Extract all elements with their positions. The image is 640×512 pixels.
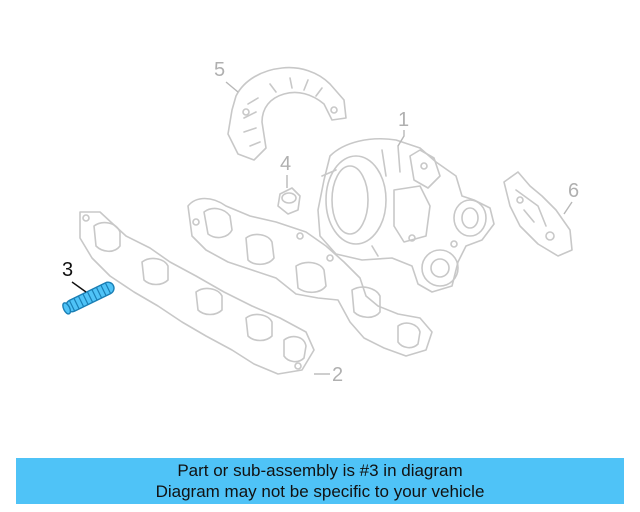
nut-part-4 <box>277 187 301 215</box>
callout-2: 2 <box>314 364 343 386</box>
callout-3: 3 <box>62 259 87 293</box>
banner-line-2: Diagram may not be specific to your vehi… <box>155 482 485 501</box>
callout-5: 5 <box>214 59 239 93</box>
callout-6: 6 <box>563 180 579 215</box>
svg-text:3: 3 <box>62 259 73 281</box>
svg-text:2: 2 <box>332 364 343 386</box>
callout-4: 4 <box>280 153 291 188</box>
gasket-part-2 <box>79 211 315 375</box>
turbocharger-part-1 <box>317 137 495 293</box>
parts-diagram: 1 2 3 4 5 6 <box>62 59 579 386</box>
svg-text:5: 5 <box>214 59 225 81</box>
banner-line-1: Part or sub-assembly is #3 in diagram <box>177 461 463 480</box>
svg-text:4: 4 <box>280 153 291 175</box>
bracket-part-6 <box>503 171 573 257</box>
heat-shield-part-5 <box>227 66 347 161</box>
svg-text:1: 1 <box>398 109 409 131</box>
svg-text:6: 6 <box>568 180 579 202</box>
callout-1: 1 <box>397 109 409 147</box>
info-banner: Part or sub-assembly is #3 in diagram Di… <box>16 458 624 504</box>
exhaust-manifold <box>187 197 433 357</box>
stud-part-3 <box>62 281 115 315</box>
